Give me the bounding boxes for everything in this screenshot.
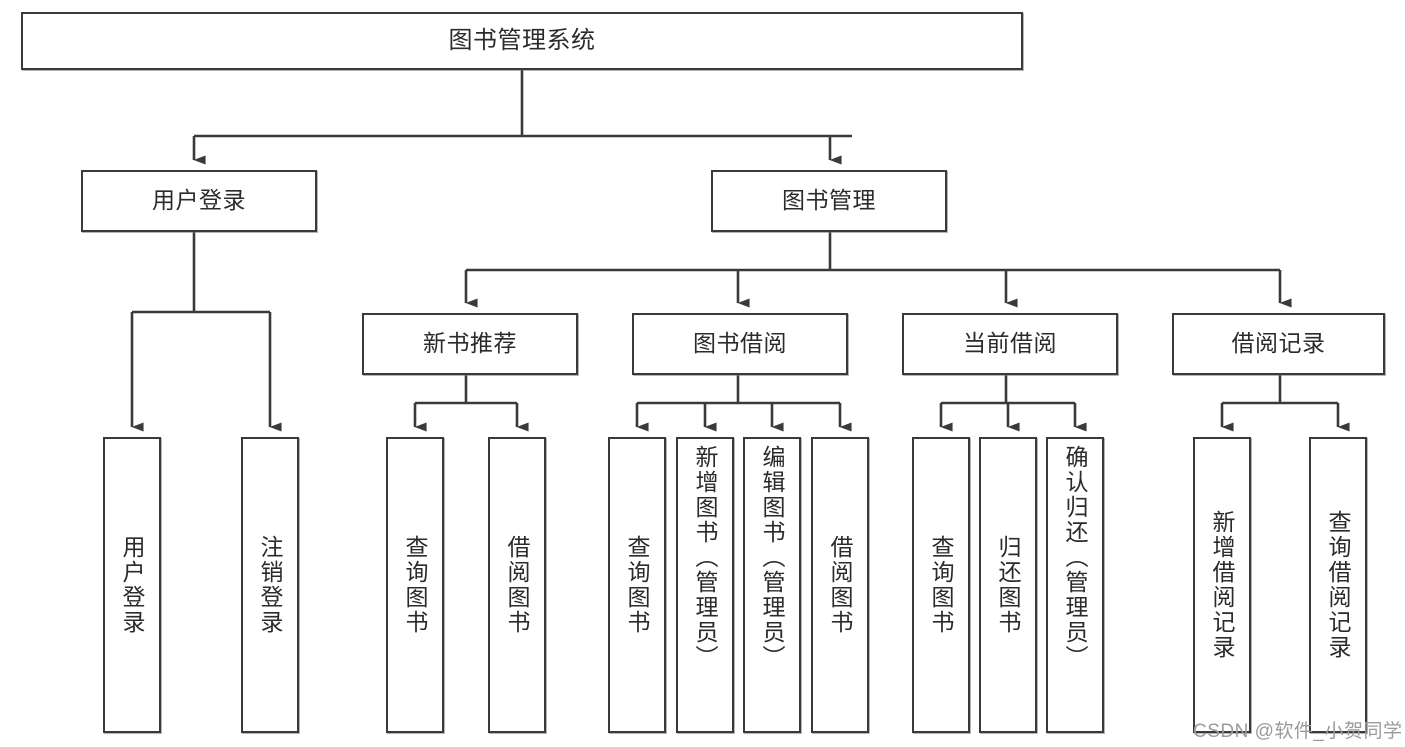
node-book-management[interactable]: 图书管理 <box>711 170 947 232</box>
node-label: 图书管理系统 <box>448 26 596 54</box>
node-user-login[interactable]: 用户登录 <box>81 170 317 232</box>
node-label: 新书推荐 <box>423 330 517 357</box>
leaf-return-book[interactable]: 归还图书 <box>979 437 1037 733</box>
leaf-add-borrow-record[interactable]: 新增借阅记录 <box>1193 437 1251 733</box>
node-label: 编辑图书（管理员） <box>759 445 786 670</box>
node-label: 归还图书 <box>995 535 1022 635</box>
node-label: 新增图书（管理员） <box>692 445 719 670</box>
leaf-borrow-book-recommend[interactable]: 借阅图书 <box>488 437 546 733</box>
node-label: 图书管理 <box>782 187 876 214</box>
node-label: 新增借阅记录 <box>1209 510 1236 660</box>
node-label: 当前借阅 <box>963 330 1057 357</box>
node-label: 查询借阅记录 <box>1325 510 1352 660</box>
leaf-user-login[interactable]: 用户登录 <box>103 437 161 733</box>
node-system-root[interactable]: 图书管理系统 <box>21 12 1023 70</box>
node-label: 查询图书 <box>402 535 429 635</box>
leaf-query-borrow-record[interactable]: 查询借阅记录 <box>1309 437 1367 733</box>
leaf-confirm-return-admin[interactable]: 确认归还（管理员） <box>1046 437 1104 733</box>
node-new-book-recommend[interactable]: 新书推荐 <box>362 313 578 375</box>
node-label: 借阅图书 <box>504 535 531 635</box>
csdn-watermark: CSDN @软件_小贺同学 <box>1193 721 1403 742</box>
node-label: 用户登录 <box>119 535 146 635</box>
leaf-query-book-current[interactable]: 查询图书 <box>912 437 970 733</box>
leaf-edit-book-admin[interactable]: 编辑图书（管理员） <box>743 437 801 733</box>
leaf-borrow-book-borrow[interactable]: 借阅图书 <box>811 437 869 733</box>
node-label: 注销登录 <box>257 535 284 635</box>
node-label: 查询图书 <box>928 535 955 635</box>
node-label: 确认归还（管理员） <box>1062 445 1089 670</box>
node-current-borrow[interactable]: 当前借阅 <box>902 313 1118 375</box>
leaf-query-book-recommend[interactable]: 查询图书 <box>386 437 444 733</box>
leaf-query-book-borrow[interactable]: 查询图书 <box>608 437 666 733</box>
node-label: 图书借阅 <box>693 330 787 357</box>
leaf-add-book-admin[interactable]: 新增图书（管理员） <box>676 437 734 733</box>
node-label: 用户登录 <box>152 187 246 214</box>
node-label: 借阅记录 <box>1231 330 1326 357</box>
leaf-logout-login[interactable]: 注销登录 <box>241 437 299 733</box>
node-label: 借阅图书 <box>827 535 854 635</box>
node-borrow-record[interactable]: 借阅记录 <box>1172 313 1385 375</box>
node-book-borrow[interactable]: 图书借阅 <box>632 313 848 375</box>
node-label: 查询图书 <box>624 535 651 635</box>
